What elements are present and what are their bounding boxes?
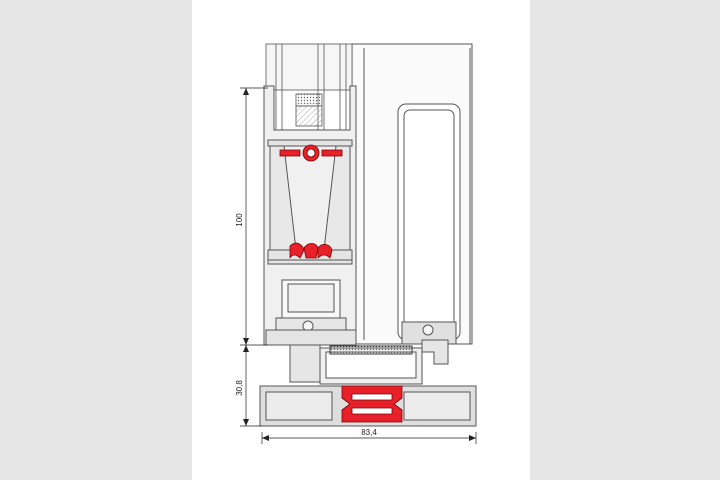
dimension-arrows — [243, 88, 476, 441]
dimension-label-width: 83,4 — [361, 428, 377, 437]
bottom-gasket — [341, 385, 403, 423]
thermal-break-gaskets — [279, 144, 343, 259]
left-margin — [0, 0, 192, 480]
dimension-label-upper: 100 — [235, 213, 244, 227]
glazing-unit — [265, 43, 353, 130]
right-margin — [530, 0, 720, 480]
dimension-label-lower: 30,8 — [235, 380, 244, 396]
sash-profile — [351, 43, 473, 345]
dimension-lines — [240, 87, 477, 444]
